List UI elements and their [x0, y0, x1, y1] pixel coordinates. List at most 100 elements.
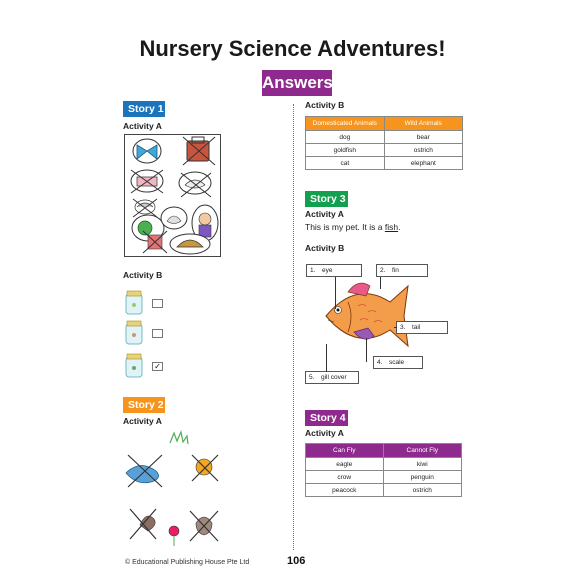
- bag-handle: [191, 136, 205, 144]
- cross-mark-icon: [130, 169, 164, 194]
- table-header: Domesticated Animals: [305, 116, 385, 131]
- cross-mark-icon: [129, 508, 157, 540]
- label-text: scale: [389, 359, 405, 366]
- table-header: Cannot Fly: [382, 443, 462, 458]
- checkbox-jar-1[interactable]: [152, 299, 163, 308]
- story-1-tag: Story 1: [123, 101, 165, 117]
- story-3-tag: Story 3: [305, 191, 348, 207]
- story-4-activity-a-label: Activity A: [305, 428, 344, 438]
- label-text: eye: [322, 267, 333, 274]
- fish-label-eye: 1. eye: [306, 264, 362, 277]
- bird-icon: [136, 202, 154, 208]
- checkbox-jar-3[interactable]: ✓: [152, 362, 163, 371]
- flower-icon: [168, 525, 180, 537]
- story-2-activity-a-label: Activity A: [123, 416, 162, 426]
- table-row: dog bear: [305, 130, 464, 144]
- table-header: Can Fly: [305, 443, 384, 458]
- table-cell: elephant: [383, 156, 464, 170]
- table-cell: cat: [305, 156, 385, 170]
- bird-icon: [139, 515, 156, 532]
- table-cell: eagle: [305, 457, 384, 471]
- label-text: tail: [412, 324, 421, 331]
- fish-fin: [347, 282, 371, 297]
- leader-line: [326, 344, 327, 372]
- story-2-animals-illustration: [122, 425, 222, 550]
- label-number: 4.: [377, 359, 383, 366]
- table-header-row: Can Fly Cannot Fly: [305, 443, 462, 458]
- leader-line: [394, 327, 397, 328]
- right-activity-b-label: Activity B: [305, 100, 345, 110]
- jar-icon: [125, 290, 143, 315]
- tortoise-icon: [176, 239, 204, 248]
- jar-3: [123, 353, 145, 379]
- table-cell: penguin: [382, 470, 462, 484]
- jar-icon: [125, 353, 143, 378]
- cross-mark-icon: [180, 172, 212, 198]
- table-header: Wild Animals: [383, 116, 464, 131]
- table-row: crow penguin: [305, 470, 462, 484]
- can-fly-table: Can Fly Cannot Fly eagle kiwi crow pengu…: [305, 443, 462, 497]
- checkbox-jar-2[interactable]: [152, 329, 163, 338]
- fish-illustration: [318, 272, 413, 360]
- table-cell: peacock: [305, 483, 384, 497]
- table-cell: crow: [305, 470, 384, 484]
- story-3-activity-a-label: Activity A: [305, 209, 344, 219]
- story-4-tag: Story 4: [305, 410, 348, 426]
- story-1-activity-b-label: Activity B: [123, 270, 163, 280]
- fish-label-gill-cover: 5. gill cover: [305, 371, 359, 384]
- cross-mark-icon: [191, 454, 219, 482]
- story-1-activity-a-label: Activity A: [123, 121, 162, 131]
- fish-label-fin: 2. fin: [376, 264, 428, 277]
- table-cell: bear: [383, 130, 464, 144]
- leader-line: [335, 277, 336, 309]
- story-3-sentence: This is my pet. It is a fish.: [305, 222, 400, 232]
- grass-icon: [169, 430, 189, 445]
- label-number: 3.: [400, 324, 406, 331]
- page-title: Nursery Science Adventures!: [139, 36, 446, 61]
- cross-mark-icon: [182, 136, 216, 166]
- table-cell: goldfish: [305, 143, 385, 157]
- table-row: goldfish ostrich: [305, 143, 464, 157]
- fish-gill-line: [347, 301, 352, 333]
- fish-label-tail: 3. tail: [396, 321, 448, 334]
- fish-body: [325, 284, 409, 348]
- label-text: gill cover: [321, 374, 347, 381]
- cross-mark-icon: [132, 198, 158, 218]
- table-cell: ostrich: [383, 143, 464, 157]
- sentence-end: .: [398, 222, 401, 232]
- fish-scales: [357, 304, 383, 323]
- answers-badge: Answers: [262, 70, 333, 96]
- fish-label-scale: 4. scale: [373, 356, 423, 369]
- leader-line: [366, 338, 367, 362]
- table-cell: kiwi: [382, 457, 462, 471]
- copyright-footer: © Educational Publishing House Pte Ltd: [125, 559, 250, 566]
- domesticated-wild-table: Domesticated Animals Wild Animals dog be…: [305, 116, 464, 170]
- table-row: peacock ostrich: [305, 483, 462, 497]
- bag-icon: [186, 140, 210, 162]
- page-number: 106: [287, 555, 306, 567]
- duck-icon: [166, 215, 182, 224]
- person-icon: [198, 212, 212, 226]
- label-number: 2.: [380, 267, 386, 274]
- table-cell: ostrich: [382, 483, 462, 497]
- story-1-picture-panel: [124, 134, 221, 257]
- story-1-animals-illustration: [130, 136, 219, 255]
- butterfly-icon: [136, 144, 158, 160]
- label-number: 1.: [310, 267, 316, 274]
- story-2-tag: Story 2: [123, 397, 165, 413]
- leader-line: [380, 277, 381, 289]
- label-number: 5.: [309, 374, 315, 381]
- sentence-text: This is my pet. It is a: [305, 222, 385, 232]
- jar-1: [123, 290, 145, 316]
- cross-mark-icon: [142, 230, 168, 254]
- jar-2: [123, 320, 145, 346]
- fish-mouth: [327, 319, 335, 323]
- table-header-row: Domesticated Animals Wild Animals: [305, 116, 464, 131]
- sentence-answer: fish: [384, 222, 399, 232]
- label-text: fin: [392, 267, 399, 274]
- cross-mark-icon: [189, 510, 219, 542]
- jar-icon: [125, 320, 143, 345]
- table-cell: dog: [305, 130, 385, 144]
- cross-mark-icon: [127, 454, 163, 488]
- column-divider: [293, 104, 294, 550]
